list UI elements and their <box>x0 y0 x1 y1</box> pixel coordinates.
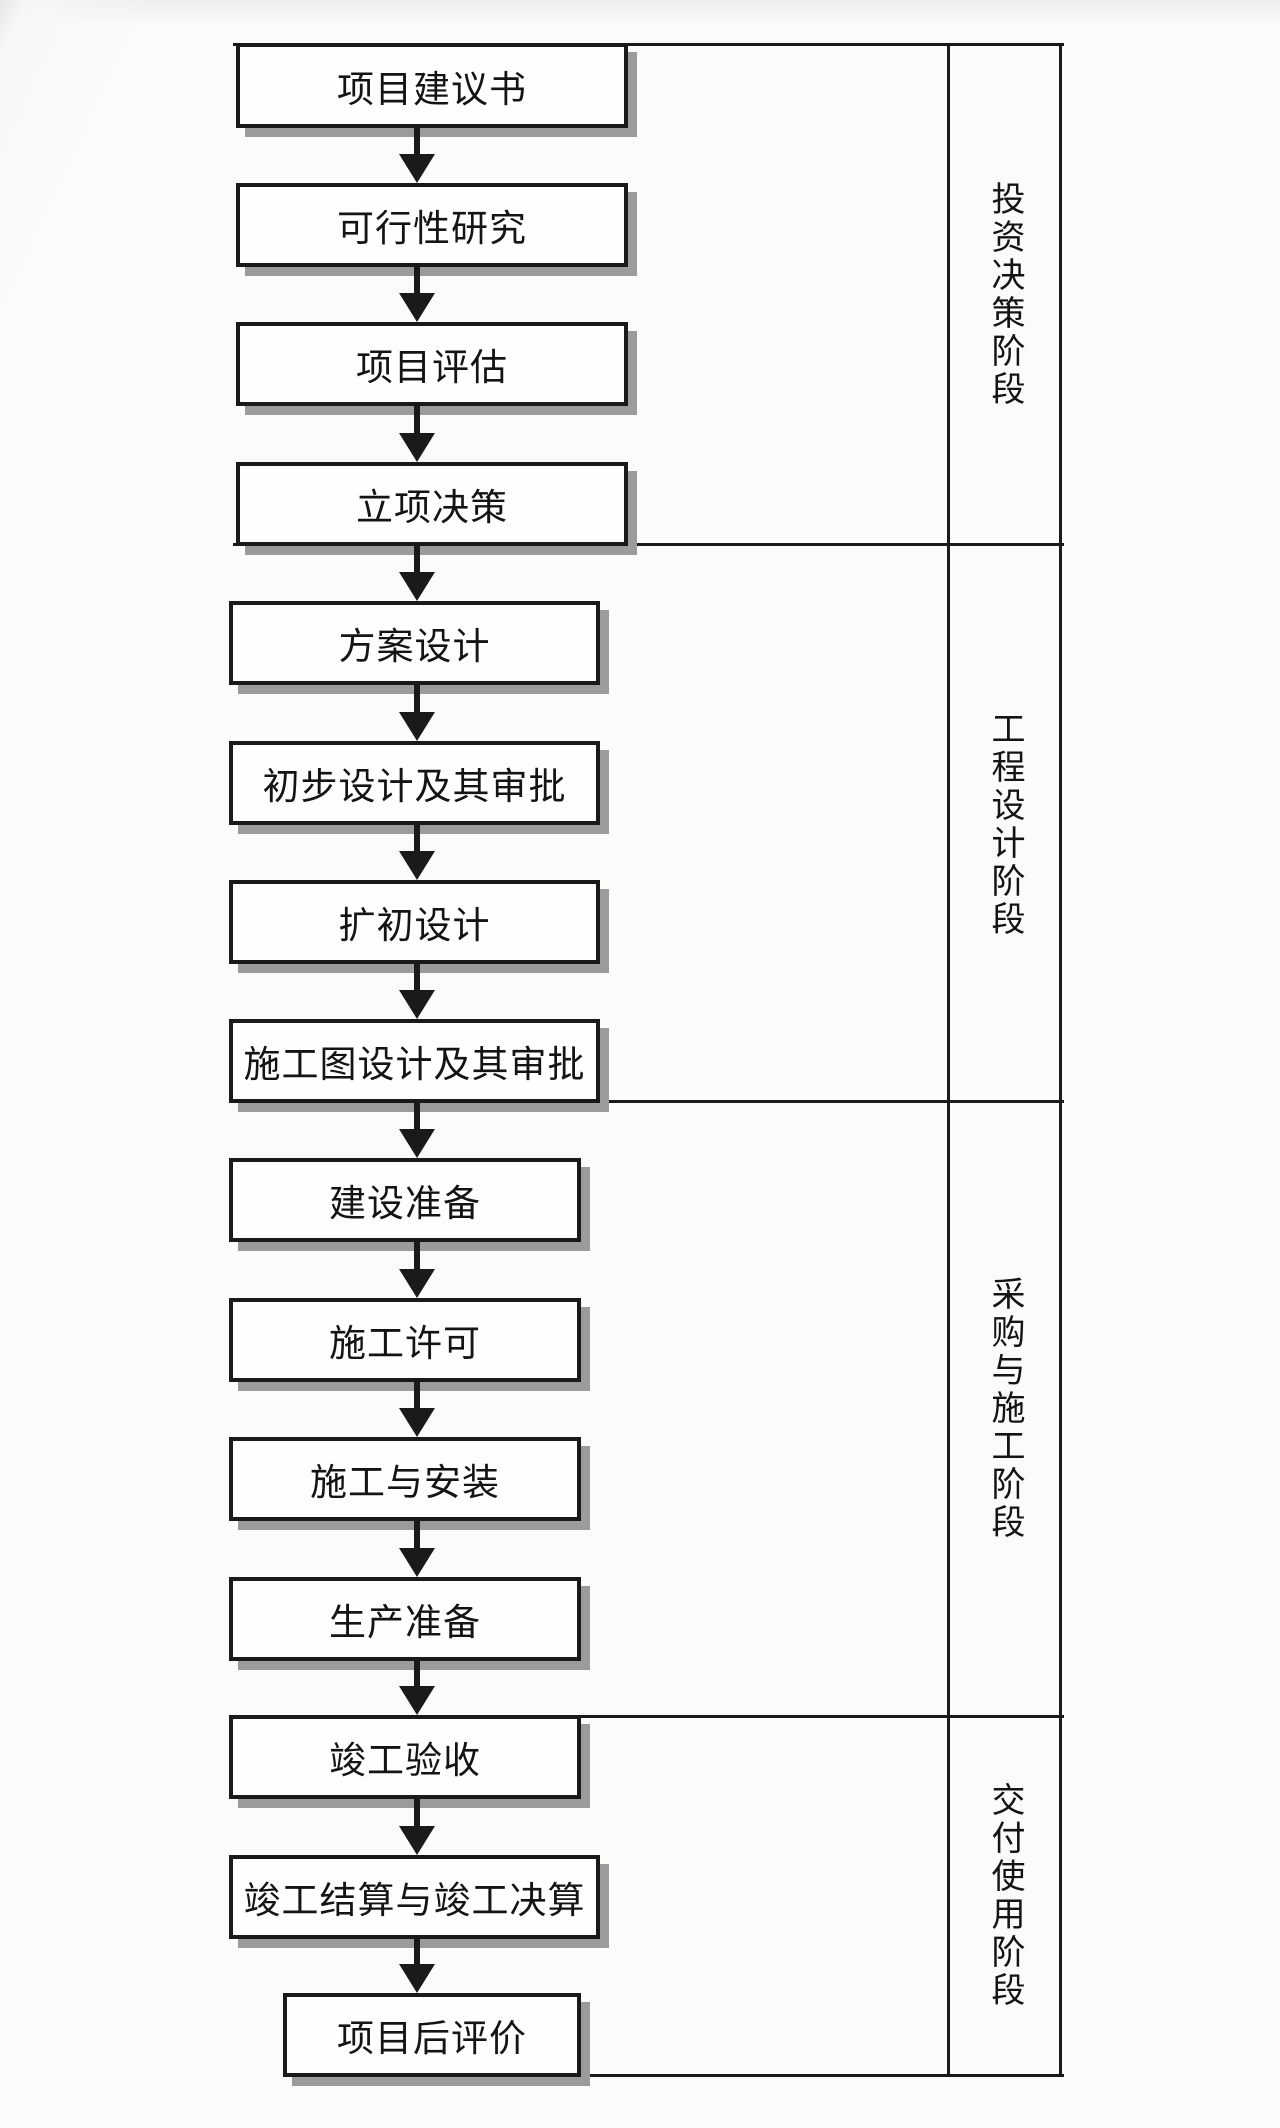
phase-cell-procurement-and-construction: 采购与施工阶段 <box>947 1103 1062 1715</box>
arrow-shaft <box>414 1661 420 1690</box>
arrow-shaft <box>414 685 420 716</box>
flow-box-project-evaluation: 项目评估 <box>236 322 628 406</box>
arrow-shaft <box>414 825 420 855</box>
arrow-shaft <box>414 1103 420 1133</box>
flow-box-construction-and-installation: 施工与安装 <box>229 1437 581 1521</box>
arrow-head-icon <box>399 712 435 741</box>
arrow-head-icon <box>399 433 435 462</box>
phase-divider-line-2 <box>229 1100 1064 1103</box>
phase-label-delivery-and-use: 交付使用阶段 <box>986 1782 1023 2010</box>
phase-label-engineering-design: 工程设计阶段 <box>986 710 1023 939</box>
down-arrow-icon <box>399 406 435 462</box>
down-arrow-icon <box>399 266 435 322</box>
arrow-head-icon <box>399 1964 435 1993</box>
phase-column-left-border-line <box>947 43 950 2077</box>
flow-box-production-preparation: 生产准备 <box>229 1577 581 1661</box>
arrow-head-icon <box>399 1129 435 1158</box>
down-arrow-icon <box>399 1242 435 1298</box>
arrow-shaft <box>414 1939 420 1968</box>
arrow-shaft <box>414 964 420 994</box>
phase-column-right-border-line <box>1059 43 1062 2077</box>
down-arrow-icon <box>399 685 435 741</box>
down-arrow-icon <box>399 1661 435 1715</box>
down-arrow-icon <box>399 1521 435 1577</box>
phase-cell-investment-decision: 投资决策阶段 <box>947 43 1062 546</box>
phase-label-investment-decision: 投资决策阶段 <box>986 180 1023 409</box>
arrow-head-icon <box>399 1548 435 1577</box>
table-bottom-border-line <box>283 2074 1064 2077</box>
arrow-head-icon <box>399 851 435 880</box>
arrow-shaft <box>414 546 420 576</box>
phase-label-procurement-and-construction: 采购与施工阶段 <box>986 1276 1023 1542</box>
arrow-head-icon <box>399 1826 435 1855</box>
arrow-shaft <box>414 1521 420 1552</box>
arrow-shaft <box>414 266 420 297</box>
arrow-shaft <box>414 127 420 158</box>
table-top-border-line <box>233 43 1064 46</box>
flow-box-expanded-preliminary-design: 扩初设计 <box>229 880 600 964</box>
phase-cell-engineering-design: 工程设计阶段 <box>947 546 1062 1103</box>
flow-box-project-proposal: 项目建议书 <box>236 43 628 128</box>
down-arrow-icon <box>399 1382 435 1437</box>
flow-box-completion-settlement-and-final-accounts: 竣工结算与竣工决算 <box>229 1855 600 1939</box>
flow-box-completion-acceptance: 竣工验收 <box>229 1715 581 1799</box>
phase-cell-delivery-and-use: 交付使用阶段 <box>947 1715 1062 2077</box>
arrow-shaft <box>414 406 420 437</box>
phase-divider-line-1 <box>233 543 1064 546</box>
down-arrow-icon <box>399 546 435 601</box>
down-arrow-icon <box>399 825 435 880</box>
arrow-head-icon <box>399 990 435 1019</box>
flow-box-construction-drawing-design-and-approval: 施工图设计及其审批 <box>229 1019 600 1103</box>
arrow-shaft <box>414 1242 420 1273</box>
arrow-head-icon <box>399 154 435 183</box>
flow-box-construction-permit: 施工许可 <box>229 1298 581 1382</box>
arrow-shaft <box>414 1382 420 1412</box>
arrow-head-icon <box>399 1269 435 1298</box>
arrow-shaft <box>414 1799 420 1830</box>
arrow-head-icon <box>399 1408 435 1437</box>
phase-divider-line-3 <box>229 1715 1064 1718</box>
flow-box-project-approval-decision: 立项决策 <box>236 462 628 546</box>
flow-box-construction-preparation: 建设准备 <box>229 1158 581 1242</box>
down-arrow-icon <box>399 127 435 183</box>
flow-box-preliminary-design-and-approval: 初步设计及其审批 <box>229 741 600 825</box>
down-arrow-icon <box>399 964 435 1019</box>
flow-box-feasibility-study: 可行性研究 <box>236 183 628 267</box>
flow-box-scheme-design: 方案设计 <box>229 601 600 685</box>
arrow-head-icon <box>399 572 435 601</box>
arrow-head-icon <box>399 1686 435 1715</box>
down-arrow-icon <box>399 1939 435 1993</box>
down-arrow-icon <box>399 1799 435 1855</box>
down-arrow-icon <box>399 1103 435 1158</box>
flow-box-post-project-evaluation: 项目后评价 <box>283 1993 581 2077</box>
arrow-head-icon <box>399 293 435 322</box>
